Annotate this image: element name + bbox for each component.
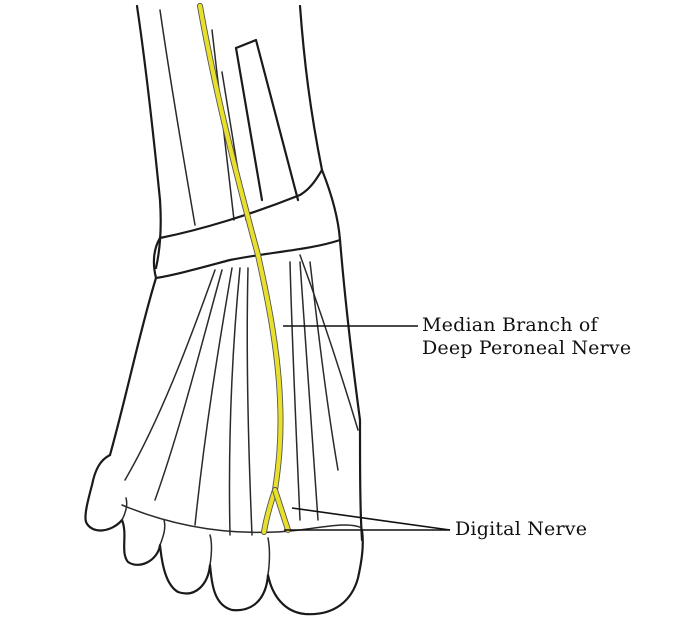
foot-tendon-1	[124, 269, 216, 481]
leg-left-contour	[135, 4, 162, 270]
foot-right-contour	[338, 238, 364, 542]
foot-inner-contour	[299, 254, 359, 431]
foot-left-contour	[108, 276, 158, 457]
tendon-1	[234, 38, 300, 202]
leg-right-contour	[298, 4, 324, 172]
foot-tendon-7	[299, 261, 319, 521]
tibia-line	[159, 9, 196, 226]
toe-joint-2	[159, 519, 166, 546]
foot-tendon-2	[154, 269, 223, 501]
toe-base-line	[121, 504, 363, 534]
foot-tendon-3	[194, 267, 233, 526]
median-branch-nerve	[197, 3, 283, 493]
foot-tendon-4	[228, 267, 241, 536]
foot-tendon-6	[289, 261, 301, 521]
digital-nerve-label: Digital Nerve	[455, 518, 588, 540]
foot-tendon-8	[309, 261, 339, 471]
toe-joint-1	[121, 497, 128, 521]
toe-joint-4	[267, 537, 271, 576]
tendon-2	[234, 46, 264, 202]
toe-joint-3	[209, 534, 213, 566]
digital-nerve-right	[272, 487, 291, 533]
foot-tendon-5	[246, 267, 253, 536]
median-branch-label-line1: Median Branch of	[422, 314, 598, 336]
digital-nerve-leader-upper	[291, 507, 451, 531]
median-branch-label: Median Branch of Deep Peroneal Nerve	[422, 314, 631, 360]
median-branch-label-line2: Deep Peroneal Nerve	[422, 337, 632, 359]
toes-outline	[84, 453, 364, 616]
